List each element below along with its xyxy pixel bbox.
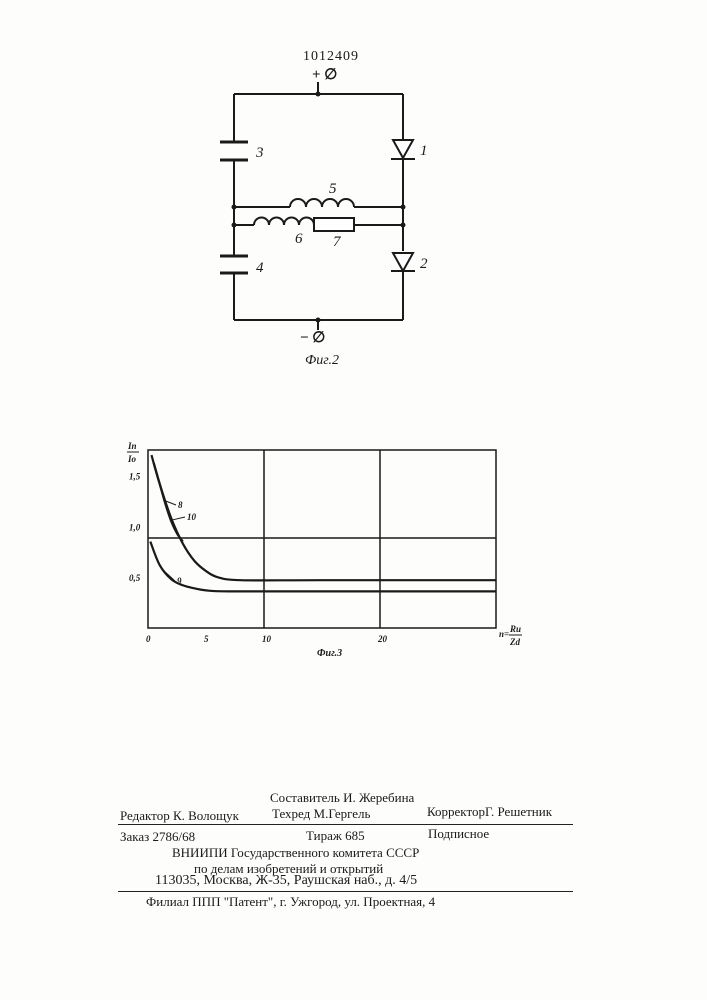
x-tick-label: 5	[204, 634, 209, 644]
x-tick-label: 10	[262, 634, 272, 644]
terminal-minus: − ∅	[300, 330, 325, 346]
circuit-diagram-fig2: + ∅ − ∅ 3 4 1 2 5 6 7 Фиг.2	[0, 60, 707, 380]
rule-bottom	[118, 891, 573, 892]
curve-8	[151, 455, 496, 580]
capacitor-4	[220, 256, 248, 273]
tirage-line: Тираж 685	[306, 828, 365, 844]
label-ind6: 6	[295, 231, 303, 247]
x-axis-num: Ru	[509, 624, 521, 634]
curve-label-9: 9	[177, 576, 182, 586]
x-tick-label: 20	[377, 634, 388, 644]
subscription-line: Подписное	[428, 826, 489, 842]
compiler-line: Составитель И. Жеребина	[270, 790, 414, 806]
curve-label-8: 8	[178, 500, 183, 510]
caption-fig2: Фиг.2	[305, 353, 339, 368]
techred-line: Техред М.Гергель	[272, 806, 370, 822]
org-line-1: ВНИИПИ Государственного комитета СССР	[172, 845, 419, 861]
x-tick-label: 0	[146, 634, 151, 644]
order-line: Заказ 2786/68	[120, 829, 195, 845]
branch-line: Филиал ППП "Патент", г. Ужгород, ул. Про…	[146, 894, 435, 910]
inductor-5	[290, 199, 354, 207]
editor-line: Редактор К. Волощук	[120, 808, 239, 824]
x-axis-prefix: n=	[499, 629, 509, 639]
y-axis-num: In	[127, 441, 137, 451]
curve-label-10: 10	[187, 512, 197, 522]
label-ind5: 5	[329, 181, 337, 197]
y-tick-label: 1,0	[129, 522, 141, 532]
chart-fig3: 1,5 1,0 0,5 0 5 10 20 8 10 9 In Io n= Ru Zd Фиг.3	[0, 430, 707, 670]
chart-frame	[148, 450, 496, 628]
x-axis-den: Zd	[509, 637, 520, 647]
curve-label-leader	[171, 517, 185, 520]
y-tick-label: 0,5	[129, 573, 141, 583]
label-diode2: 2	[420, 256, 428, 272]
diode-1	[391, 140, 415, 159]
inductor-6	[254, 218, 314, 225]
capacitor-3	[220, 142, 248, 160]
y-tick-label: 1,5	[129, 471, 141, 481]
label-diode1: 1	[420, 143, 428, 159]
rule-top	[118, 824, 573, 825]
y-axis-den: Io	[127, 454, 137, 464]
address-line: 113035, Москва, Ж-35, Раушская наб., д. …	[155, 873, 417, 889]
resistor-7	[314, 218, 354, 231]
curve-9	[150, 542, 496, 592]
corrector-line: КорректорГ. Решетник	[427, 804, 552, 820]
label-cap3: 3	[255, 145, 264, 161]
curve-label-leader	[162, 569, 175, 581]
diode-2	[391, 253, 415, 271]
terminal-plus: + ∅	[312, 67, 337, 83]
caption-fig3: Фиг.3	[317, 648, 342, 659]
label-res7: 7	[333, 234, 342, 250]
label-cap4: 4	[256, 260, 264, 276]
